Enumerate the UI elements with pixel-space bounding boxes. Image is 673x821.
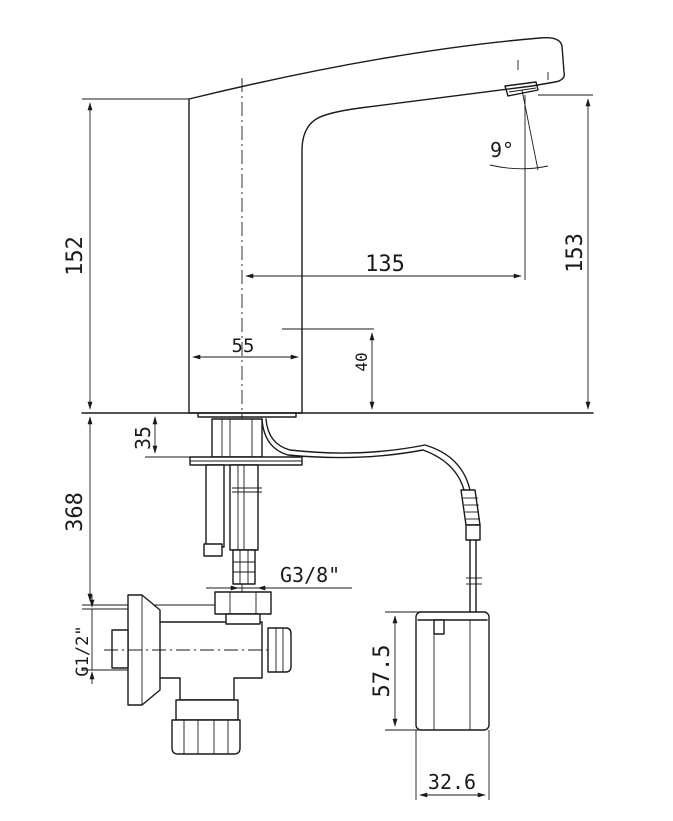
- angle-valve: [104, 591, 292, 755]
- faucet-body: [81, 36, 594, 418]
- dimension-overall-height: 152: [63, 98, 189, 410]
- dim-label-368: 368: [63, 492, 88, 532]
- dimension-mount-thickness: 35: [131, 416, 195, 458]
- dim-label-153: 153: [563, 233, 588, 273]
- dim-label-g38: G3/8": [280, 563, 340, 587]
- mounting-shank: [189, 418, 303, 466]
- dim-label-55: 55: [232, 335, 255, 357]
- dimension-outlet-offset: 40: [282, 328, 375, 410]
- supply-pipes: [203, 464, 262, 585]
- sensor-cable: [261, 418, 482, 613]
- dim-label-135: 135: [365, 252, 405, 277]
- dim-label-35: 35: [131, 426, 155, 450]
- dim-label-40: 40: [352, 352, 371, 371]
- dimension-box-height: 57.5: [370, 611, 422, 731]
- dim-label-326: 32.6: [428, 770, 476, 794]
- dim-label-152: 152: [63, 236, 88, 276]
- dimension-thread-inlet: G3/8": [206, 563, 352, 591]
- dimension-box-width: 32.6: [415, 730, 490, 800]
- dim-label-g12: G1/2": [73, 625, 93, 676]
- control-box: [415, 611, 490, 731]
- dimension-spout-height: 153: [538, 94, 593, 410]
- dimension-thread-connection: G1/2": [73, 595, 130, 684]
- dimension-spout-reach: 135: [245, 95, 526, 280]
- dimension-spout-angle: 9°: [489, 89, 549, 171]
- dim-label-angle: 9°: [490, 138, 514, 162]
- dimension-base-width: 55: [192, 335, 299, 360]
- dim-label-575: 57.5: [370, 645, 395, 698]
